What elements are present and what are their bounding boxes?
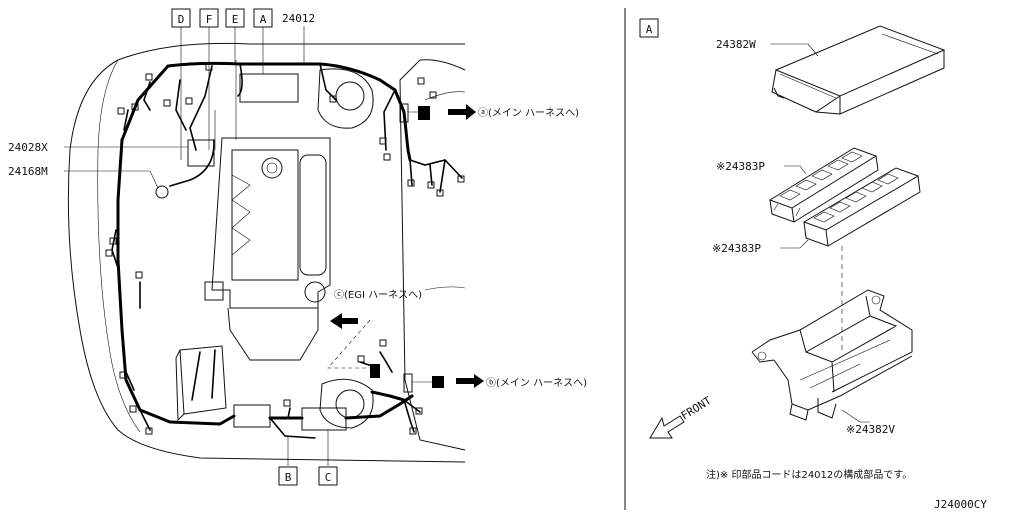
callout-boxes-top: D F E A: [171, 8, 305, 160]
battery: [175, 345, 227, 422]
part-24012-label: 24012: [282, 12, 315, 25]
callout-boxes-bottom: B C: [278, 430, 338, 486]
engine-bay-drawing: D F E A 24012 24028X 24168M B C ⓐ(メイン: [8, 8, 587, 486]
part-24028x-label: 24028X: [8, 141, 48, 154]
fuse-block-a: [239, 73, 299, 103]
car-body-outline: [67, 42, 466, 463]
note-b-main-harness: ⓑ(メイン ハーネスへ): [486, 377, 587, 389]
fender-inner-line: [399, 59, 466, 451]
wiring-harness: [111, 61, 463, 439]
detail-a-label: A: [646, 23, 653, 36]
strut-tower-top: [335, 81, 365, 111]
note-c-egi-harness: ⓒ(EGI ハーネスへ): [334, 289, 422, 301]
connector-a: [399, 103, 476, 123]
inner-panel-line: [97, 59, 141, 433]
fuse-box-base: [751, 289, 913, 421]
callout-d: D: [178, 13, 185, 26]
connector-b: [403, 373, 484, 393]
module-b: [233, 404, 271, 428]
part-24382w-label: 24382W: [716, 38, 756, 51]
part-24383p-bottom-label: ※24383P: [712, 242, 761, 255]
engine-block: [204, 137, 331, 361]
ground-terminal: [155, 185, 169, 199]
callout-f: F: [206, 13, 213, 26]
drawing-number: J24000CY: [934, 498, 987, 511]
detail-box-a: [639, 18, 659, 38]
connector-c: [327, 313, 380, 378]
fuse-holder-top: [768, 147, 879, 223]
footnote: 注)※ 印部品コードは24012の構成部品です。: [706, 468, 912, 481]
front-direction-arrow: FRONT: [649, 394, 714, 439]
front-label: FRONT: [679, 394, 714, 423]
module-24028x: [187, 139, 215, 167]
fuse-box-cover: [771, 25, 946, 115]
note-a-main-harness: ⓐ(メイン ハーネスへ): [478, 107, 579, 119]
callout-e: E: [232, 13, 239, 26]
part-24383p-top-label: ※24383P: [716, 160, 765, 173]
callout-a: A: [260, 13, 267, 26]
connector-stubs: [105, 63, 465, 435]
callout-c: C: [325, 471, 332, 484]
part-24382v-label: ※24382V: [846, 423, 895, 436]
detail-a-drawing: A 24382W ※24383P: [639, 18, 946, 439]
callout-b: B: [285, 471, 292, 484]
part-24168m-label: 24168M: [8, 165, 48, 178]
strut-tower-bottom: [335, 389, 365, 419]
fuse-holder-bottom: [802, 167, 921, 247]
